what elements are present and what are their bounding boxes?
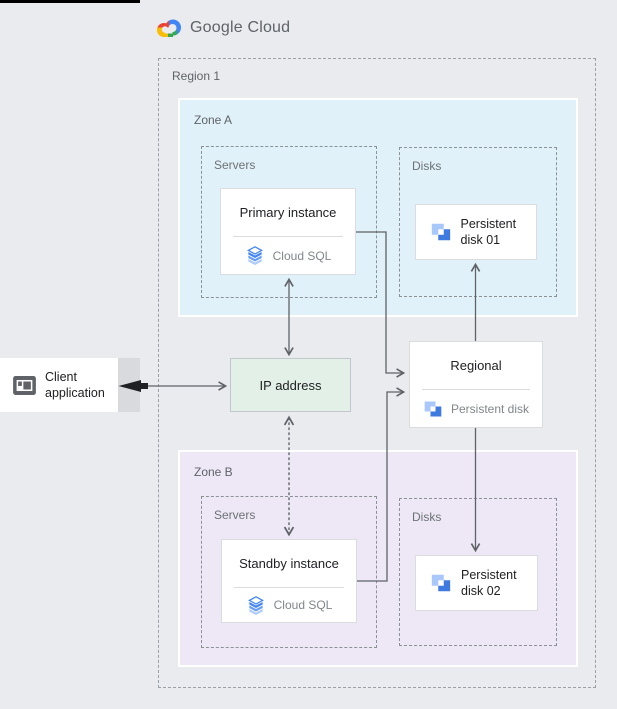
client-application-edge-block bbox=[118, 358, 140, 412]
zone-a-servers-label: Servers bbox=[214, 158, 256, 172]
standby-instance-node: Standby instance Cloud SQL bbox=[221, 539, 357, 623]
persistent-disk-icon bbox=[430, 221, 452, 243]
divider bbox=[233, 236, 343, 237]
client-application-label: Client application bbox=[45, 369, 105, 400]
persistent-disk-icon bbox=[423, 399, 443, 419]
zone-a-label: Zone A bbox=[194, 113, 233, 127]
region-1-container bbox=[158, 58, 596, 688]
top-bar bbox=[0, 0, 140, 3]
divider bbox=[422, 389, 530, 390]
cloud-sql-icon bbox=[246, 595, 266, 616]
primary-instance-node: Primary instance Cloud SQL bbox=[220, 188, 356, 275]
region-1-label: Region 1 bbox=[172, 69, 221, 83]
zone-a-disks-label: Disks bbox=[412, 159, 442, 173]
google-cloud-brand: Google Cloud bbox=[155, 16, 290, 39]
persistent-disk-02-node: Persistent disk 02 bbox=[415, 555, 538, 611]
primary-product-label: Cloud SQL bbox=[272, 248, 332, 263]
standby-instance-title: Standby instance bbox=[239, 556, 339, 571]
google-cloud-logo-icon bbox=[155, 16, 183, 39]
primary-instance-title: Primary instance bbox=[239, 205, 337, 220]
client-application-node: Client application bbox=[0, 358, 118, 412]
zone-b-servers-label: Servers bbox=[214, 508, 256, 522]
persistent-disk-01-node: Persistent disk 01 bbox=[415, 204, 537, 260]
brand-title: Google Cloud bbox=[190, 18, 291, 36]
bold-arrowhead-tail bbox=[139, 383, 148, 389]
zone-b-label: Zone B bbox=[194, 465, 233, 479]
persistent-disk-02-label: Persistent disk 02 bbox=[461, 567, 517, 598]
ip-address-node: IP address bbox=[230, 358, 351, 412]
persistent-disk-01-label: Persistent disk 01 bbox=[460, 216, 517, 247]
regional-subtitle: Persistent disk bbox=[450, 401, 530, 416]
zone-b-disks-label: Disks bbox=[412, 510, 442, 524]
zone-a-disks-group: Disks bbox=[399, 147, 557, 297]
divider bbox=[234, 587, 344, 588]
regional-disk-node: Regional Persistent disk bbox=[409, 341, 543, 428]
cloud-sql-icon bbox=[245, 245, 265, 266]
ip-address-label: IP address bbox=[259, 377, 322, 393]
client-application-icon bbox=[13, 375, 36, 395]
persistent-disk-icon bbox=[430, 572, 452, 594]
standby-product-label: Cloud SQL bbox=[273, 598, 333, 612]
regional-title: Regional bbox=[450, 358, 502, 373]
